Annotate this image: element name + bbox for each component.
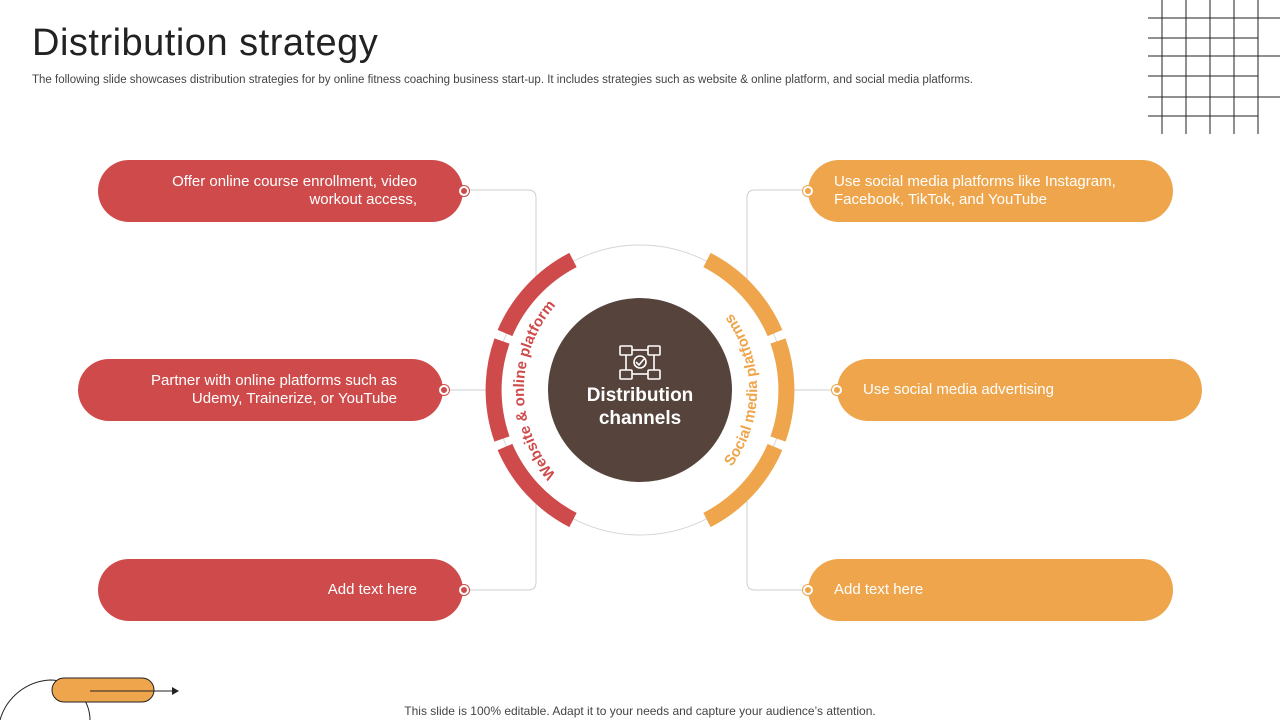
left-item-2-connector-dot	[439, 385, 449, 395]
left-item-3-connector-dot	[459, 585, 469, 595]
left-item-1-text-line1: Offer online course enrollment, video	[172, 173, 417, 190]
right-item-1-pill: Use social media platforms like Instagra…	[808, 160, 1173, 222]
distribution-ring: Website & online platform Social media p…	[485, 244, 795, 536]
right-item-1-text-line2: Facebook, TikTok, and YouTube	[834, 191, 1047, 208]
right-item-3-text: Add text here	[834, 581, 924, 598]
right-item-3-pill: Add text here	[808, 559, 1173, 621]
network-check-icon	[619, 345, 661, 380]
right-item-2-connector-dot	[832, 385, 842, 395]
slide-subtitle: The following slide showcases distributi…	[32, 74, 973, 86]
slide-title: Distribution strategy	[32, 22, 379, 64]
grid-decoration	[1148, 0, 1280, 134]
right-arc-segments	[703, 252, 795, 528]
left-item-2-text-line2: Udemy, Trainerize, or YouTube	[191, 390, 397, 407]
center-label-line1: Distribution	[586, 385, 694, 406]
right-item-1-text-line1: Use social media platforms like Instagra…	[834, 173, 1116, 190]
center-label: Distribution channels	[550, 384, 730, 430]
left-item-1-connector-dot	[459, 186, 469, 196]
left-item-2-text-line1: Partner with online platforms such as	[151, 372, 397, 389]
footer-decoration	[0, 677, 179, 720]
left-item-3-pill: Add text here	[98, 559, 463, 621]
right-item-2-text: Use social media advertising	[863, 381, 1054, 398]
center-label-line2: channels	[598, 408, 682, 429]
left-item-1-text-line2: workout access,	[309, 191, 417, 208]
left-arc-segments	[485, 252, 577, 528]
footer-note: This slide is 100% editable. Adapt it to…	[404, 704, 876, 718]
left-item-3-text: Add text here	[327, 581, 417, 598]
right-item-1-connector-dot	[803, 186, 813, 196]
right-item-3-connector-dot	[803, 585, 813, 595]
right-item-2-pill: Use social media advertising	[837, 359, 1202, 421]
center-circle	[548, 298, 732, 482]
